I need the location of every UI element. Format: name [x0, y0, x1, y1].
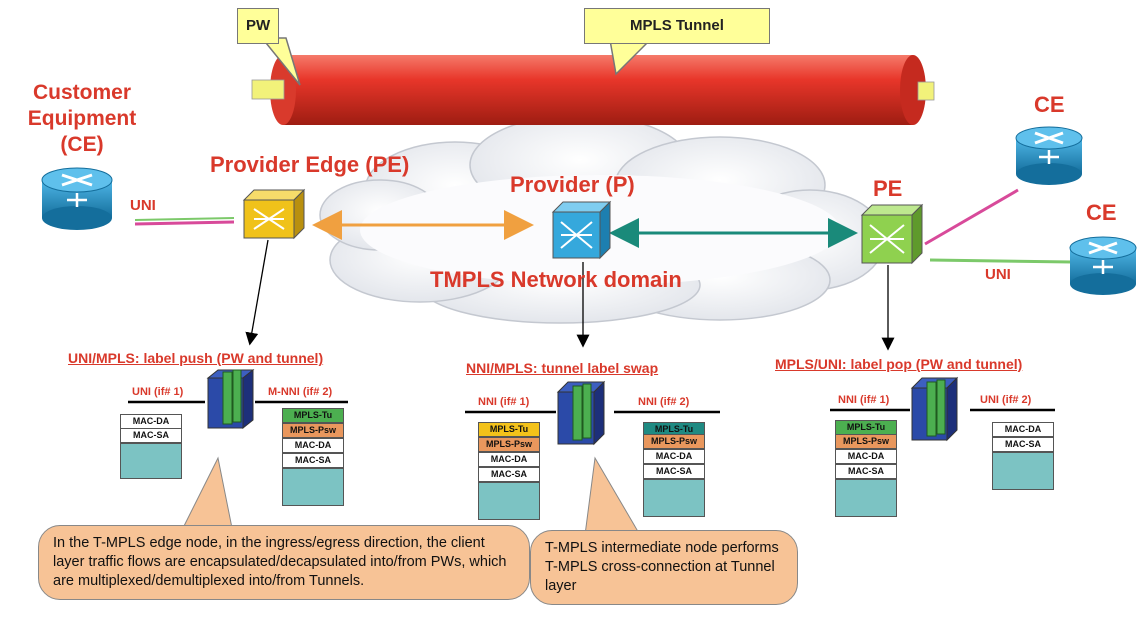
xc-node-icon — [556, 380, 606, 446]
stack-field: MAC-DA — [120, 414, 182, 429]
uni-right-label: UNI — [985, 266, 1011, 283]
port-label: M-NNI (if# 2) — [268, 386, 333, 398]
section-left-title: UNI/MPLS: label push (PW and tunnel) — [68, 350, 324, 366]
stack-field: MPLS-Psw — [282, 423, 344, 438]
stack-field: MAC-DA — [835, 449, 897, 464]
ce-bottom-right-label: CE — [1086, 200, 1117, 225]
payload-block — [120, 443, 182, 479]
router-icon — [1015, 126, 1083, 185]
stack-field: MAC-DA — [282, 438, 344, 453]
section-middle-title: NNI/MPLS: tunnel label swap — [466, 360, 659, 376]
note-edge-tail — [181, 456, 233, 531]
pe-switch-icon — [242, 188, 306, 240]
xc-node-icon — [910, 376, 959, 442]
uni-left-label: UNI — [130, 197, 156, 214]
edge-node-note: In the T-MPLS edge node, in the ingress/… — [38, 525, 530, 600]
stack-field: MAC-DA — [992, 422, 1054, 437]
stack-field: MAC-DA — [643, 449, 705, 464]
provider-label: Provider (P) — [510, 172, 635, 197]
pipe-icon — [251, 55, 935, 125]
payload-block — [643, 479, 705, 517]
p-switch-icon — [551, 200, 612, 260]
intermediate-node-note: T-MPLS intermediate node performs T-MPLS… — [530, 530, 798, 605]
payload-block — [478, 482, 540, 520]
pe-ce-link-bottom — [929, 258, 1073, 264]
ce-top-right-label: CE — [1034, 92, 1065, 117]
pe-switch-icon — [860, 203, 924, 265]
stack-field: MPLS-Psw — [835, 434, 897, 449]
provider-edge-label: Provider Edge (PE) — [210, 152, 410, 177]
network-domain-label: TMPLS Network domain — [430, 267, 682, 292]
section-right-title: MPLS/UNI: label pop (PW and tunnel) — [775, 356, 1023, 372]
ce-label-line-2: Equipment — [27, 107, 137, 130]
payload-block — [282, 468, 344, 506]
port-label: UNI (if# 2) — [980, 394, 1032, 406]
pw-callout: PW — [237, 8, 280, 44]
stack-field: MAC-DA — [478, 452, 540, 467]
stack-field: MPLS-Tu — [282, 408, 344, 423]
stack-field: MPLS-Psw — [643, 434, 705, 449]
port-label: NNI (if# 2) — [638, 396, 690, 408]
ce-label-line-3: (CE) — [60, 133, 104, 156]
ce-label-line-1: Customer — [32, 81, 132, 104]
router-icon — [41, 167, 113, 230]
stack-field: MAC-SA — [992, 437, 1054, 452]
stack-field: MAC-SA — [120, 428, 182, 443]
payload-block — [835, 479, 897, 517]
customer-equipment-label: Customer Equipment (CE) — [12, 80, 152, 158]
router-icon — [1069, 236, 1137, 295]
xc-node-icon — [206, 368, 255, 430]
port-label: NNI (if# 1) — [478, 396, 530, 408]
port-label: NNI (if# 1) — [838, 394, 890, 406]
arrow-pe-left-down — [245, 239, 269, 346]
payload-block — [992, 452, 1054, 490]
stack-field: MAC-SA — [643, 464, 705, 479]
stack-field: MAC-SA — [478, 467, 540, 482]
note-intermediate-tail — [584, 456, 641, 536]
stack-field: MPLS-Tu — [835, 420, 897, 435]
stack-field: MPLS-Tu — [478, 422, 540, 437]
mpls-tunnel-callout: MPLS Tunnel — [584, 8, 770, 44]
uni-link-left — [134, 220, 235, 226]
stack-field: MPLS-Psw — [478, 437, 540, 452]
stack-field: MAC-SA — [835, 464, 897, 479]
port-label: UNI (if# 1) — [132, 386, 184, 398]
stack-field: MAC-SA — [282, 453, 344, 468]
pe-right-label: PE — [873, 176, 903, 201]
pe-ce-link-top — [924, 188, 1019, 246]
